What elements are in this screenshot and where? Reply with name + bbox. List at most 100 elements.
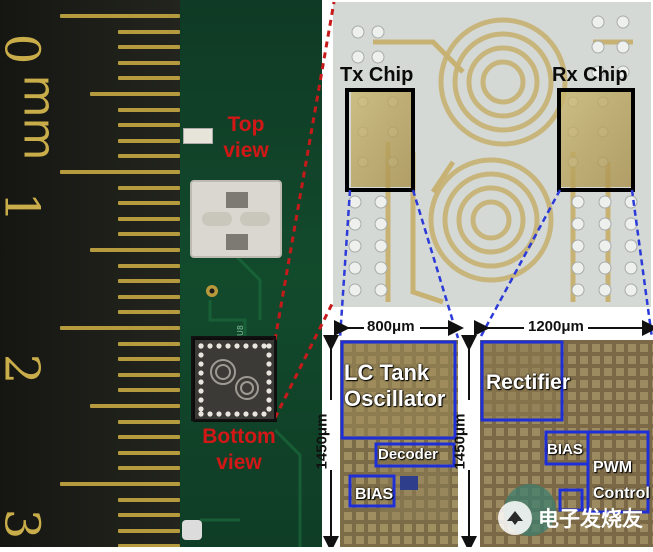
circuit-cell [440,536,448,544]
bond-pad [598,195,612,209]
bond-pad [624,261,638,275]
circuit-cell [604,404,612,412]
bond-pad [591,65,605,79]
solder-ball [266,352,272,358]
circuit-cell [580,404,588,412]
circuit-cell [452,440,460,448]
solder-ball [198,361,204,367]
solder-ball [266,370,272,376]
circuit-cell [592,368,600,376]
solder-ball [243,411,249,417]
circuit-cell [628,500,636,508]
circuit-cell [452,500,460,508]
circuit-cell [520,464,528,472]
circuit-cell [452,452,460,460]
circuit-cell [496,476,504,484]
circuit-cell [520,440,528,448]
circuit-cell [344,452,352,460]
circuit-cell [484,524,492,532]
circuit-cell [404,524,412,532]
circuit-cell [628,344,636,352]
solder-ball [216,411,222,417]
circuit-cell [368,452,376,460]
ruler-tick [90,92,180,96]
bond-pad [571,283,585,297]
circuit-cell [532,476,540,484]
bond-pad [348,283,362,297]
ruler-tick [118,310,180,315]
circuit-cell [616,356,624,364]
bond-pad [616,40,630,54]
bond-pad [616,65,630,79]
circuit-cell [628,440,636,448]
bond-pad [348,195,362,209]
circuit-cell [356,536,364,544]
bond-pad [571,261,585,275]
bond-pad [598,239,612,253]
circuit-cell [484,500,492,508]
tx-width-dimension: 800μm [367,318,415,335]
circuit-cell [356,440,364,448]
solder-ball [198,397,204,403]
die-micrograph [333,2,651,307]
circuit-cell [640,404,648,412]
circuit-cell [380,524,388,532]
solder-ball [198,370,204,376]
circuit-cell [616,392,624,400]
solder-ball [261,411,267,417]
circuit-cell [368,524,376,532]
ruler-tick [60,170,180,174]
circuit-cell [356,476,364,484]
circuit-cell [544,440,552,448]
circuit-cell [440,452,448,460]
bond-pad [351,25,365,39]
circuit-cell [416,536,424,544]
board-photo: 0 mm 1 2 3 U8 Top view [0,0,322,547]
ruler-tick [118,107,180,112]
circuit-cell [628,452,636,460]
circuit-cell [592,416,600,424]
ruler-tick [118,435,180,440]
decoder-label: Decoder [378,446,439,463]
circuit-cell [544,452,552,460]
bond-pad [591,40,605,54]
circuit-cell [368,500,376,508]
circuit-cell [604,476,612,484]
circuit-cell [368,512,376,520]
solder-ball [198,343,204,349]
circuit-cell [452,536,460,544]
ruler-tick [118,29,180,34]
circuit-cell [616,344,624,352]
bond-pad [598,283,612,297]
circuit-cell [368,476,376,484]
circuit-cell [404,452,412,460]
bond-pad [624,283,638,297]
ruler-tick [118,216,180,221]
ruler [0,0,180,547]
ruler-tick [118,388,180,393]
circuit-cell [356,500,364,508]
bond-pad [624,239,638,253]
circuit-cell [604,356,612,364]
watermark: 电子发烧友 [498,501,643,535]
ruler-tick [60,482,180,486]
circuit-cell [544,536,552,544]
bond-pad [374,239,388,253]
circuit-cell [568,344,576,352]
circuit-cell [452,512,460,520]
circuit-cell [556,512,564,520]
circuit-cell [440,524,448,532]
tx-height-dimension: 1450μm [313,413,331,470]
circuit-cell [592,452,600,460]
circuit-cell [368,488,376,496]
ruler-tick [118,372,180,377]
rx-width-dimension: 1200μm [528,318,584,335]
circuit-cell [344,524,352,532]
circuit-cell [508,440,516,448]
circuit-cell [580,500,588,508]
circuit-cell [616,488,624,496]
ruler-tick [118,45,180,50]
circuit-cell [344,500,352,508]
top-view-label: Top view [223,113,269,162]
circuit-cell [628,368,636,376]
